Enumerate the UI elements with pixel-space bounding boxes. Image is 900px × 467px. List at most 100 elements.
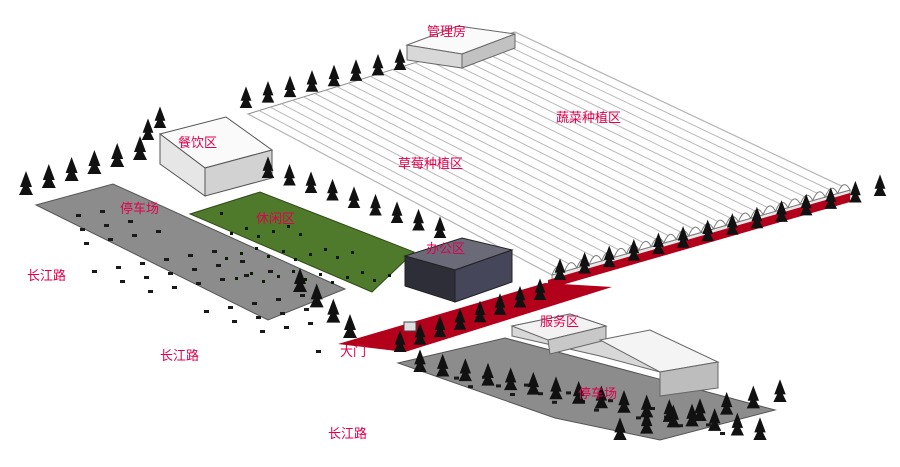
management-house: [405, 25, 516, 69]
tree-icon: [390, 201, 404, 223]
greenhouse-ridge: [503, 34, 838, 194]
lawn-dot: [272, 230, 275, 233]
car-icon: [538, 392, 543, 396]
car-icon: [252, 302, 257, 305]
gate-marker: [403, 321, 417, 332]
car-icon: [148, 290, 153, 293]
tree-icon: [594, 385, 608, 409]
tree-icon: [602, 245, 616, 268]
tree-icon: [873, 174, 887, 196]
lawn-dot: [250, 272, 253, 275]
tree-icon: [239, 86, 253, 108]
car-icon: [92, 270, 97, 273]
lawn-dot: [324, 248, 327, 251]
lawn-dot: [361, 271, 364, 274]
tree-icon: [824, 187, 838, 209]
tree-icon: [773, 379, 787, 402]
office-building: [403, 237, 514, 303]
car-icon: [552, 400, 557, 404]
greenhouse-arch: [836, 184, 851, 195]
tree-icon: [283, 75, 297, 98]
tree-icon: [849, 180, 862, 203]
tree-icon: [261, 156, 275, 178]
car-icon: [172, 286, 177, 289]
car-icon: [454, 376, 459, 380]
tree-icon: [347, 186, 361, 208]
label-road-middle: 长江路: [160, 348, 199, 364]
label-leisure-zone: 休闲区: [256, 212, 295, 227]
car-icon: [76, 214, 81, 217]
tree-icon: [133, 136, 147, 160]
label-vegetable-zone: 蔬菜种植区: [556, 111, 621, 126]
tree-icon: [261, 80, 275, 103]
car-icon: [260, 330, 265, 333]
lawn-dot: [299, 233, 302, 236]
lawn-dot: [373, 279, 376, 282]
tree-icon: [578, 251, 591, 274]
greenhouse-ridge: [270, 106, 578, 269]
tree-icon: [481, 362, 495, 386]
trees: [19, 48, 887, 440]
greenhouse-ridge: [448, 52, 776, 212]
lawn-dot: [319, 273, 322, 276]
lawn-dot: [292, 270, 295, 273]
car-icon: [84, 242, 89, 245]
greenhouse-ridge: [325, 89, 640, 251]
lawn-dot: [225, 257, 228, 260]
tree-icon: [436, 353, 450, 377]
lawn-dot: [336, 256, 339, 259]
car-icon: [104, 224, 109, 227]
car-icon: [232, 320, 237, 323]
tree-icon: [326, 178, 339, 201]
red-boundary-wall: [548, 193, 850, 289]
car-icon: [240, 260, 245, 263]
car-icon: [204, 310, 209, 313]
tree-icon: [627, 239, 641, 261]
tree-icon: [726, 213, 739, 235]
car-icon: [192, 268, 197, 271]
car-icon: [168, 272, 173, 275]
greenhouse-ridge: [303, 96, 615, 258]
tree-icon: [305, 70, 319, 92]
tree-icon: [64, 157, 79, 181]
car-icon: [80, 228, 85, 231]
leisure-lawn: [188, 191, 415, 293]
tree-icon: [393, 48, 407, 70]
tree-icon: [141, 118, 155, 140]
tree-icon: [304, 171, 318, 193]
greenhouse-ridge: [392, 69, 714, 230]
tree-icon: [693, 398, 707, 421]
tree-icon: [652, 232, 665, 255]
car-icon: [308, 322, 313, 325]
tree-icon: [458, 358, 472, 382]
greenhouse-ridge: [403, 65, 727, 226]
red-road-strip: [338, 283, 612, 352]
lawn-dot: [267, 255, 270, 258]
car-icon: [212, 250, 217, 253]
greenhouse-ridge: [492, 38, 826, 198]
car-icon: [510, 393, 515, 396]
tree-icon: [549, 376, 563, 400]
label-dining-zone: 餐饮区: [178, 135, 217, 151]
tree-icon: [493, 293, 507, 315]
car-icon: [316, 350, 321, 353]
parking-cars-left: [76, 210, 321, 353]
tree-icon: [533, 278, 547, 300]
car-icon: [276, 298, 281, 301]
tree-icon: [640, 410, 654, 434]
greenhouse-ridge: [414, 62, 739, 223]
lawn-dot: [282, 250, 285, 253]
car-icon: [144, 276, 149, 279]
label-office-zone: 办公区: [426, 242, 465, 257]
tree-icon: [613, 417, 627, 440]
tree-icon: [701, 219, 714, 242]
greenhouse-ridge: [258, 110, 565, 272]
car-icon: [284, 326, 289, 329]
lawn-dot: [230, 232, 233, 235]
label-road-bottom: 长江路: [328, 426, 367, 442]
car-icon: [720, 432, 725, 435]
car-icon: [216, 264, 221, 267]
label-service-zone: 服务区: [540, 314, 579, 330]
greenhouse-ridge: [381, 72, 702, 233]
